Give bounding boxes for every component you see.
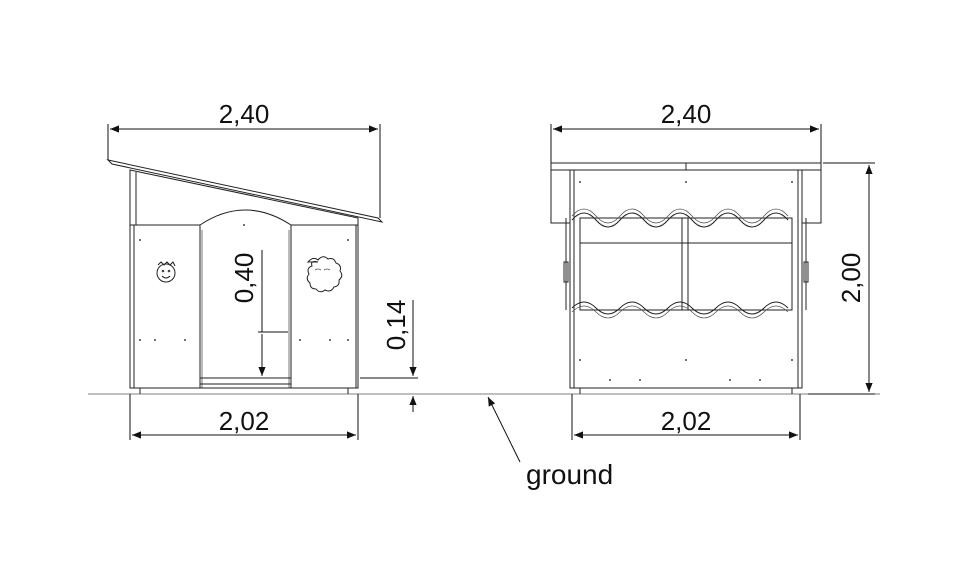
dim-right-height: 2,00 bbox=[808, 162, 875, 395]
dim-right-top-width: 2,40 bbox=[550, 99, 822, 163]
dim-floor-height-label: 0,14 bbox=[381, 300, 411, 351]
dim-right-bottom-width-label: 2,02 bbox=[661, 406, 712, 436]
dim-right-height-label: 2,00 bbox=[836, 253, 866, 304]
flower-icon bbox=[156, 261, 176, 283]
ground-callout: ground bbox=[487, 396, 613, 490]
right-screw-dots bbox=[579, 181, 793, 381]
dim-left-bottom-width-label: 2,02 bbox=[219, 406, 270, 436]
right-window bbox=[579, 217, 793, 311]
dim-left-bottom-width: 2,02 bbox=[129, 394, 359, 440]
left-screw-dots bbox=[139, 224, 349, 341]
left-roof bbox=[106, 159, 384, 223]
right-front-view bbox=[550, 162, 822, 394]
sun-icon bbox=[306, 256, 343, 293]
ground-label: ground bbox=[526, 459, 613, 490]
dim-right-top-width-label: 2,40 bbox=[661, 99, 712, 129]
dim-floor-height: 0,14 bbox=[360, 300, 418, 412]
dim-door-height-label: 0,40 bbox=[229, 253, 259, 304]
dim-left-top-width: 2,40 bbox=[107, 99, 381, 218]
dim-right-bottom-width: 2,02 bbox=[571, 394, 801, 440]
bottom-wave bbox=[571, 301, 789, 315]
top-wave bbox=[571, 212, 789, 228]
left-side-view bbox=[106, 159, 384, 394]
left-door-opening bbox=[199, 209, 292, 389]
dim-left-top-width-label: 2,40 bbox=[219, 99, 270, 129]
dim-door-height: 0,40 bbox=[229, 250, 288, 376]
